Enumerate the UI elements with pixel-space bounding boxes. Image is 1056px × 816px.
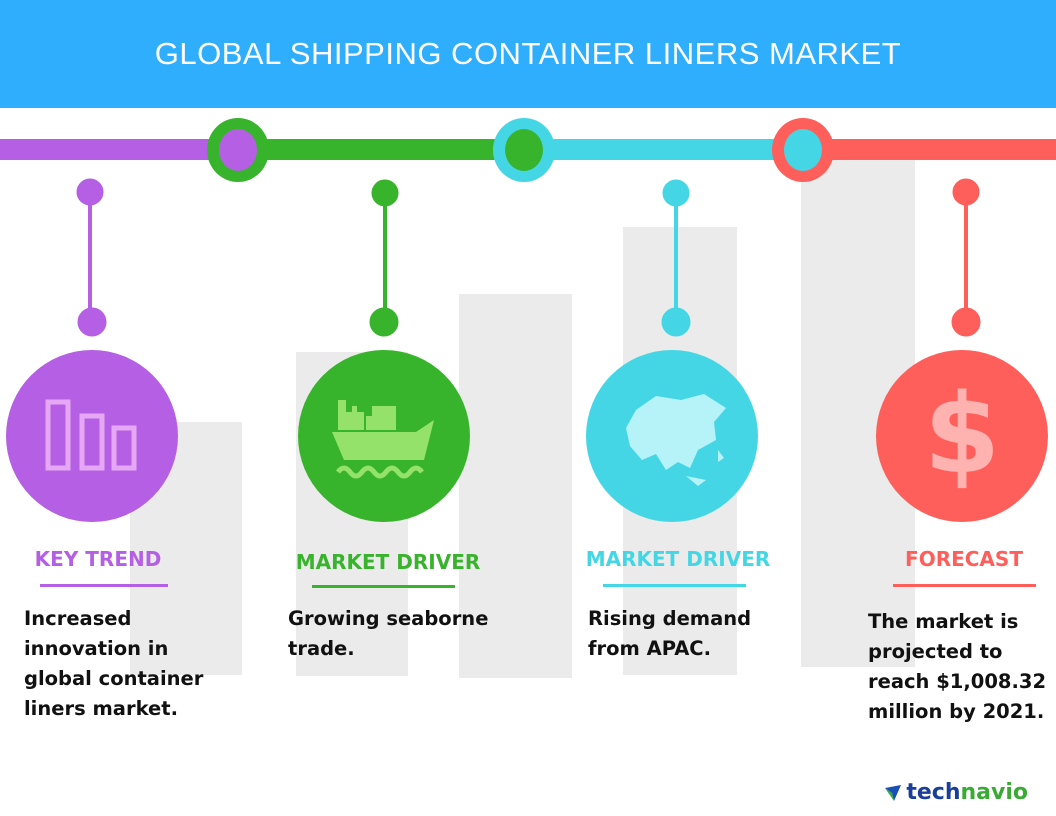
technavio-logo: technavio [884, 780, 1028, 805]
logo-text: tech [906, 780, 961, 805]
background-bar [459, 294, 572, 678]
section-heading: KEY TREND [34, 547, 162, 571]
divider [603, 584, 746, 587]
text-line: projected to [868, 640, 1003, 663]
svg-text:$: $ [924, 370, 1001, 498]
section-text: The market is projected to reach $1,008.32… [868, 607, 1046, 727]
asia-map-icon [586, 350, 758, 522]
text-line: from APAC. [588, 637, 712, 660]
divider [312, 585, 455, 588]
section-heading: MARKET DRIVER [585, 547, 771, 571]
section-text: Increased innovation in global container li… [24, 604, 203, 724]
text-line: Rising demand [588, 607, 752, 630]
text-line: Growing seaborne [288, 607, 489, 630]
text-line: innovation in [24, 637, 169, 660]
bar-chart-icon [6, 350, 178, 522]
logo-text: navio [960, 780, 1028, 805]
text-line: liners market. [24, 697, 178, 720]
text-line: million by 2021. [868, 700, 1045, 723]
section-heading: FORECAST [905, 547, 1023, 571]
text-line: global container [24, 667, 204, 690]
text-line: trade. [288, 637, 355, 660]
divider [893, 584, 1036, 587]
section-heading: MARKET DRIVER [295, 550, 481, 574]
text-line: The market is [868, 610, 1019, 633]
section-text: Rising demand from APAC. [588, 604, 751, 664]
text-line: Increased [24, 607, 132, 630]
logo-arrow-icon [885, 784, 902, 801]
header-banner: GLOBAL SHIPPING CONTAINER LINERS MARKET [0, 0, 1056, 108]
dollar-icon: $ [876, 350, 1048, 522]
divider [40, 584, 168, 587]
section-text: Growing seaborne trade. [288, 604, 488, 664]
text-line: reach $1,008.32 [868, 670, 1047, 693]
page-title: GLOBAL SHIPPING CONTAINER LINERS MARKET [154, 36, 902, 71]
cargo-ship-icon [298, 350, 470, 522]
